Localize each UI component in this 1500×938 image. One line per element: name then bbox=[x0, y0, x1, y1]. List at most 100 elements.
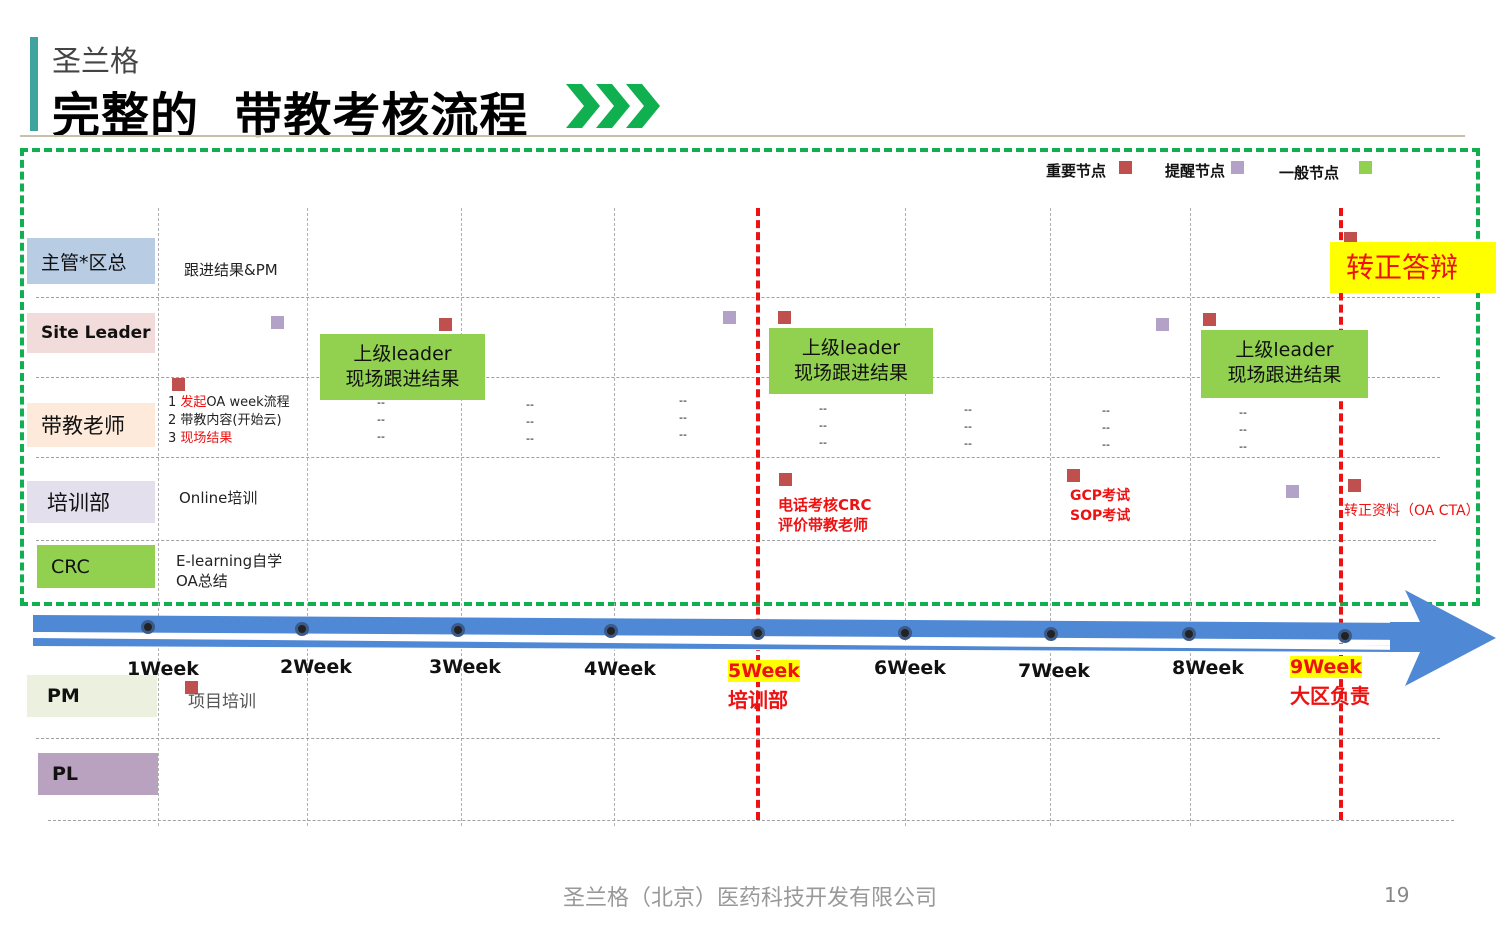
text-line: 电话考核CRC bbox=[778, 496, 872, 514]
week-label-3: 3Week bbox=[429, 656, 501, 678]
milestone-line-w5 bbox=[756, 208, 760, 820]
page-title: 完整的 带教考核流程 bbox=[52, 88, 529, 144]
empty-marker: -- -- -- bbox=[1102, 404, 1110, 451]
empty-marker: -- -- -- bbox=[819, 402, 827, 449]
empty-marker: -- -- -- bbox=[679, 394, 687, 441]
timeline-node bbox=[141, 620, 155, 634]
training-w7-text: GCP考试 SOP考试 bbox=[1070, 486, 1130, 526]
supervisor-w1-text: 跟进结果&PM bbox=[184, 261, 278, 279]
leader-followup-box-w2: 上级leader 现场跟进结果 bbox=[320, 334, 485, 400]
chevrons-icon bbox=[566, 84, 660, 128]
timeline-node bbox=[1182, 627, 1196, 641]
node-important bbox=[172, 378, 185, 391]
node-reminder bbox=[1156, 318, 1169, 331]
week-label-6: 6Week bbox=[874, 657, 946, 679]
node-reminder bbox=[723, 311, 736, 324]
title-accent-bar bbox=[30, 37, 38, 131]
row-divider bbox=[36, 540, 1436, 541]
row-label-pl: PL bbox=[38, 753, 158, 795]
training-w5-text: 电话考核CRC 评价带教老师 bbox=[778, 495, 872, 535]
node-important bbox=[779, 473, 792, 486]
week-label-4: 4Week bbox=[584, 658, 656, 680]
milestone-line-w9 bbox=[1339, 208, 1343, 820]
box-line1: 上级leader bbox=[353, 343, 452, 365]
text-line: 评价带教老师 bbox=[778, 516, 869, 534]
list-text: 2 带教内容(开始云) bbox=[168, 413, 282, 428]
node-important bbox=[439, 318, 452, 331]
grid-line-w3 bbox=[461, 208, 462, 826]
legend-reminder-label: 提醒节点 bbox=[1165, 162, 1226, 180]
list-num: 3 bbox=[168, 431, 181, 446]
text-line: GCP考试 bbox=[1070, 488, 1131, 504]
node-important bbox=[778, 311, 791, 324]
title-divider bbox=[20, 135, 1465, 137]
timeline-arrow bbox=[33, 590, 1496, 686]
brand-name: 圣兰格 bbox=[52, 44, 140, 78]
row-label-supervisor: 主管*区总 bbox=[27, 238, 155, 284]
list-text: OA week流程 bbox=[206, 395, 290, 410]
pm-w1-text: 项目培训 bbox=[188, 692, 256, 712]
grid-line-w4 bbox=[614, 208, 615, 826]
legend-important-label: 重要节点 bbox=[1046, 162, 1107, 180]
row-label-crc: CRC bbox=[37, 545, 155, 588]
week-label-9: 9Week bbox=[1290, 656, 1362, 678]
training-w1-text: Online培训 bbox=[179, 489, 258, 507]
row-divider bbox=[48, 820, 1454, 821]
node-important bbox=[1067, 469, 1080, 482]
row-divider bbox=[36, 738, 1440, 739]
empty-marker: -- -- -- bbox=[964, 403, 972, 450]
page-number: 19 bbox=[1384, 883, 1410, 907]
empty-marker: -- -- -- bbox=[526, 398, 534, 445]
crc-w1-line1: E-learning自学 bbox=[176, 552, 283, 570]
training-w9-text: 转正资料（OA CTA） bbox=[1344, 503, 1480, 519]
week-label-5: 5Week bbox=[728, 660, 800, 682]
timeline-node bbox=[898, 626, 912, 640]
timeline-node bbox=[751, 626, 765, 640]
list-highlight: 现场结果 bbox=[180, 431, 233, 446]
crc-w1-line2: OA总结 bbox=[176, 572, 228, 590]
box-line2: 现场跟进结果 bbox=[345, 368, 460, 390]
mentor-w1-list: 1 发起OA week流程 2 带教内容(开始云) 3 现场结果 bbox=[168, 394, 290, 448]
text-line: SOP考试 bbox=[1070, 508, 1131, 524]
box-line2: 现场跟进结果 bbox=[793, 362, 908, 384]
node-important bbox=[185, 681, 198, 694]
legend-important-swatch bbox=[1119, 161, 1132, 174]
week5-note: 培训部 bbox=[728, 688, 788, 712]
row-divider bbox=[36, 377, 1440, 378]
row-label-pm: PM bbox=[27, 675, 157, 717]
grid-line-w7 bbox=[1050, 208, 1051, 826]
grid-line-w1 bbox=[158, 208, 159, 826]
list-num: 1 bbox=[168, 395, 181, 410]
timeline-node bbox=[451, 623, 465, 637]
node-reminder bbox=[271, 316, 284, 329]
node-important bbox=[1203, 313, 1216, 326]
row-label-mentor: 带教老师 bbox=[27, 403, 155, 447]
timeline-node bbox=[1338, 629, 1352, 643]
legend-reminder-swatch bbox=[1231, 161, 1244, 174]
list-highlight: 发起 bbox=[180, 395, 207, 410]
week-label-7: 7Week bbox=[1018, 660, 1090, 682]
week-label-1: 1Week bbox=[127, 658, 199, 680]
leader-followup-box-w5: 上级leader 现场跟进结果 bbox=[769, 328, 933, 394]
footer-company: 圣兰格（北京）医药科技开发有限公司 bbox=[562, 886, 937, 911]
week-label-2: 2Week bbox=[280, 656, 352, 678]
box-line1: 上级leader bbox=[801, 337, 901, 359]
empty-marker: -- -- -- bbox=[1239, 406, 1247, 453]
week-label-8: 8Week bbox=[1172, 657, 1244, 679]
box-line1: 上级leader bbox=[1235, 339, 1334, 361]
grid-line-w2 bbox=[307, 208, 308, 826]
box-line2: 现场跟进结果 bbox=[1227, 364, 1342, 386]
leader-followup-box-w8: 上级leader 现场跟进结果 bbox=[1201, 330, 1368, 398]
final-defense-box: 转正答辩 bbox=[1330, 242, 1496, 293]
empty-marker: -- -- -- bbox=[377, 396, 385, 443]
grid-line-w8 bbox=[1190, 208, 1191, 826]
timeline-node bbox=[295, 622, 309, 636]
row-divider bbox=[36, 457, 1440, 458]
legend-general-label: 一般节点 bbox=[1279, 164, 1340, 182]
node-reminder bbox=[1286, 485, 1299, 498]
row-label-training: 培训部 bbox=[27, 481, 155, 523]
dashed-frame bbox=[20, 148, 1480, 606]
row-label-site-leader: Site Leader bbox=[27, 313, 155, 353]
grid-line-w6 bbox=[905, 208, 906, 826]
